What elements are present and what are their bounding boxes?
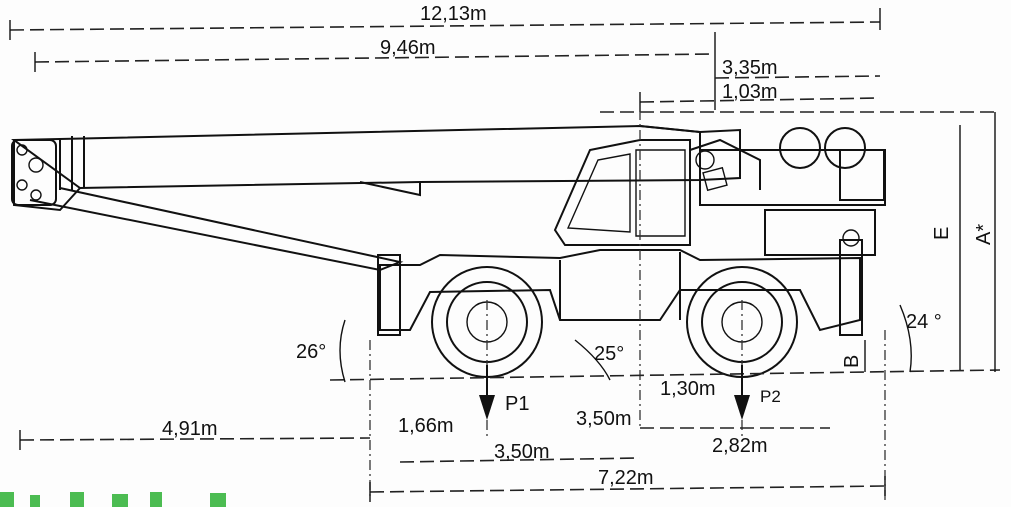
label-height-e: E: [931, 227, 953, 240]
angle-rear: 24 °: [906, 311, 942, 333]
angle-mid: 25°: [594, 343, 624, 365]
load-arrow-rear: [734, 365, 750, 420]
height-dimension-lines: [864, 112, 996, 372]
angle-marks: [339, 304, 912, 383]
label-load-front: P1: [505, 393, 529, 415]
dim-front-axle-offset: 1,66m: [398, 415, 454, 437]
dim-rear-length: 2,82m: [712, 435, 768, 457]
label-height-b: B: [841, 355, 863, 368]
angle-front: 26°: [296, 341, 326, 363]
crane-boom: [11, 124, 741, 272]
load-arrow-front: [479, 365, 495, 420]
dim-rear-offset: 1,03m: [722, 81, 778, 103]
label-load-rear: P2: [760, 387, 781, 406]
label-height-a: A*: [973, 224, 995, 245]
bottom-dimension-lines: [19, 427, 886, 502]
top-dimension-lines: [9, 8, 1000, 113]
dim-wheelbase-center: 3,50m: [576, 408, 632, 430]
dim-total-base: 7,22m: [598, 467, 654, 489]
dim-rear-axle-offset: 1,30m: [660, 378, 716, 400]
dim-wheelbase-front: 3,50m: [494, 441, 550, 463]
dim-front-clearance: 4,91m: [162, 418, 218, 440]
dim-rear-overhang: 3,35m: [722, 57, 778, 79]
green-cropped-mark: [0, 492, 226, 507]
chassis: [377, 229, 863, 336]
operator-cab: [553, 138, 761, 246]
dim-overall-length: 12,13m: [420, 3, 487, 25]
axle-centerlines: [329, 110, 1001, 500]
counterweight-engine: [699, 127, 886, 256]
dim-boom-length: 9,46m: [380, 37, 436, 59]
